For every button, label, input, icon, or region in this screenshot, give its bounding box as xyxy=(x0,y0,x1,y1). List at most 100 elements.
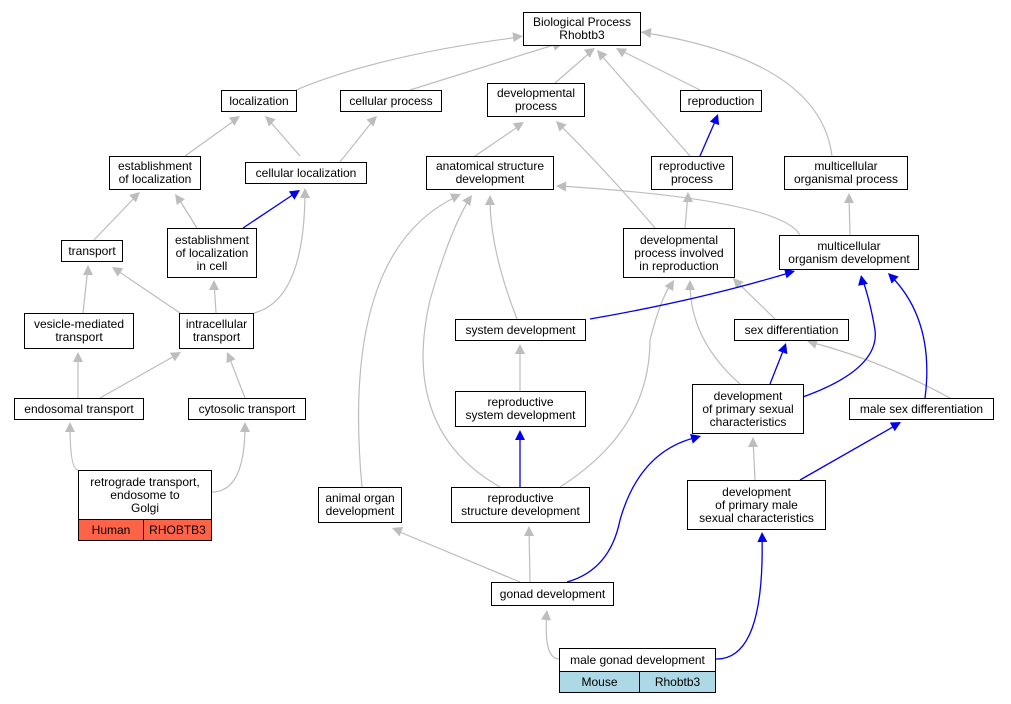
is-a-edge-1 xyxy=(409,42,561,91)
node-intracellular-transport[interactable]: intracellular transport xyxy=(179,313,254,349)
node-multicellular-organismal-process[interactable]: multicellular organismal process xyxy=(784,156,908,190)
is-a-edge-26 xyxy=(809,341,951,399)
is-a-edge-27 xyxy=(689,282,741,385)
arrowhead-37 xyxy=(288,190,300,200)
is-a-edge-9 xyxy=(559,124,656,229)
is-a-edge-19 xyxy=(253,189,306,314)
arrowhead-28 xyxy=(240,422,250,432)
is-a-edge-14 xyxy=(93,193,139,241)
arrowhead-2 xyxy=(583,48,595,58)
node-gonad-development[interactable]: gonad development xyxy=(491,582,614,606)
arrowhead-39 xyxy=(784,268,795,279)
arrowhead-27 xyxy=(685,280,695,290)
species-label-human: Human xyxy=(91,522,131,537)
annotation-mouse-rhobtb3[interactable]: Mouse Rhobtb3 xyxy=(559,671,716,693)
gene-label-human: RHOBTB3 xyxy=(143,520,211,540)
arrowhead-23 xyxy=(485,195,495,205)
arrowhead-31 xyxy=(462,195,472,207)
arrowhead-15 xyxy=(175,194,185,206)
part-of-edge-45 xyxy=(566,436,699,583)
node-developmental-process[interactable]: developmental process xyxy=(487,83,585,117)
is-a-edge-23 xyxy=(489,197,518,320)
node-animal-organ-development[interactable]: animal organ development xyxy=(318,487,402,523)
is-a-edge-10 xyxy=(599,53,691,157)
is-a-edge-30 xyxy=(357,195,459,488)
part-of-edge-37 xyxy=(242,191,298,229)
arrowhead-16 xyxy=(83,265,93,275)
arrowhead-0 xyxy=(512,32,523,43)
arrowhead-45 xyxy=(690,433,701,444)
part-of-edge-43 xyxy=(889,274,928,399)
is-a-edge-34 xyxy=(394,529,521,583)
arrowhead-4 xyxy=(641,28,652,38)
arrowhead-43 xyxy=(888,273,899,284)
node-endosomal-transport[interactable]: endosomal transport xyxy=(14,398,144,420)
arrowhead-8 xyxy=(512,122,524,132)
arrowhead-11 xyxy=(683,192,693,202)
arrowhead-29 xyxy=(65,422,75,432)
node-establishment-of-localization[interactable]: establishment of localization xyxy=(109,156,201,190)
is-a-edge-5 xyxy=(184,117,239,157)
node-reproductive-system-development[interactable]: reproductive system development xyxy=(455,391,586,427)
arrowhead-14 xyxy=(129,192,140,203)
gene-label-mouse: Rhobtb3 xyxy=(639,672,715,692)
is-a-edge-7 xyxy=(339,117,376,163)
is-a-edge-13 xyxy=(559,185,801,236)
node-anatomical-structure-development[interactable]: anatomical structure development xyxy=(426,156,554,190)
part-of-edge-46 xyxy=(715,534,763,660)
arrowhead-38 xyxy=(709,114,720,126)
node-multicellular-organism-development[interactable]: multicellular organism development xyxy=(779,235,919,270)
arrowhead-25 xyxy=(733,278,744,289)
arrowhead-41 xyxy=(777,343,788,355)
node-reproductive-structure-development[interactable]: reproductive structure development xyxy=(451,487,590,523)
arrowhead-22 xyxy=(226,352,236,364)
part-of-edge-44 xyxy=(799,423,899,481)
arrowhead-6 xyxy=(265,116,276,127)
arrowhead-35 xyxy=(524,526,534,536)
arrowhead-30 xyxy=(449,193,461,203)
is-a-edge-0 xyxy=(295,36,521,91)
is-a-edge-29 xyxy=(69,424,79,471)
is-a-edge-28 xyxy=(211,424,246,493)
arrowhead-5 xyxy=(228,116,240,126)
arrowhead-18 xyxy=(209,280,219,290)
is-a-edge-31 xyxy=(422,197,501,488)
node-biological-process-rhobtb3[interactable]: Biological Process Rhobtb3 xyxy=(523,12,641,46)
arrowhead-34 xyxy=(392,526,404,537)
arrowhead-13 xyxy=(556,181,567,192)
node-system-development[interactable]: system development xyxy=(455,319,586,341)
arrowhead-40 xyxy=(515,430,525,440)
node-establishment-of-localization-in-cell[interactable]: establishment of localization in cell xyxy=(167,228,257,278)
node-male-gonad-development[interactable]: male gonad development xyxy=(559,648,716,672)
is-a-edge-6 xyxy=(266,117,301,157)
arrowhead-26 xyxy=(807,339,819,349)
node-vesicle-mediated-transport[interactable]: vesicle-mediated transport xyxy=(24,313,134,349)
arrowhead-46 xyxy=(757,532,768,543)
node-development-of-primary-male-sexual-characteristics[interactable]: development of primary male sexual chara… xyxy=(687,480,826,530)
is-a-edge-2 xyxy=(554,49,594,84)
arrowhead-36 xyxy=(541,610,551,621)
arrowhead-21 xyxy=(169,352,181,362)
arrowhead-24 xyxy=(515,344,525,354)
node-development-of-primary-sexual-characteristics[interactable]: development of primary sexual characteri… xyxy=(692,384,804,434)
node-retrograde-transport-endosome-to-golgi[interactable]: retrograde transport, endosome to Golgi xyxy=(78,470,212,520)
node-transport[interactable]: transport xyxy=(61,240,123,262)
part-of-edge-39 xyxy=(589,271,793,320)
node-cytosolic-transport[interactable]: cytosolic transport xyxy=(188,398,306,420)
node-cellular-localization[interactable]: cellular localization xyxy=(245,162,367,184)
part-of-edge-42 xyxy=(799,277,876,399)
node-reproduction[interactable]: reproduction xyxy=(680,90,762,112)
node-reproductive-process[interactable]: reproductive process xyxy=(651,156,733,190)
is-a-edge-21 xyxy=(99,353,179,399)
node-localization[interactable]: localization xyxy=(221,90,297,112)
arrowhead-42 xyxy=(858,275,868,286)
node-developmental-process-involved-in-reproduction[interactable]: developmental process involved in reprod… xyxy=(623,228,735,278)
node-male-sex-differentiation[interactable]: male sex differentiation xyxy=(849,398,994,420)
node-sex-differentiation[interactable]: sex differentiation xyxy=(734,319,849,341)
is-a-edge-32 xyxy=(559,281,673,488)
annotation-human-rhobtb3[interactable]: Human RHOBTB3 xyxy=(78,519,212,541)
node-cellular-process[interactable]: cellular process xyxy=(340,90,442,112)
arrowhead-33 xyxy=(748,437,758,447)
arrowhead-7 xyxy=(366,116,377,127)
